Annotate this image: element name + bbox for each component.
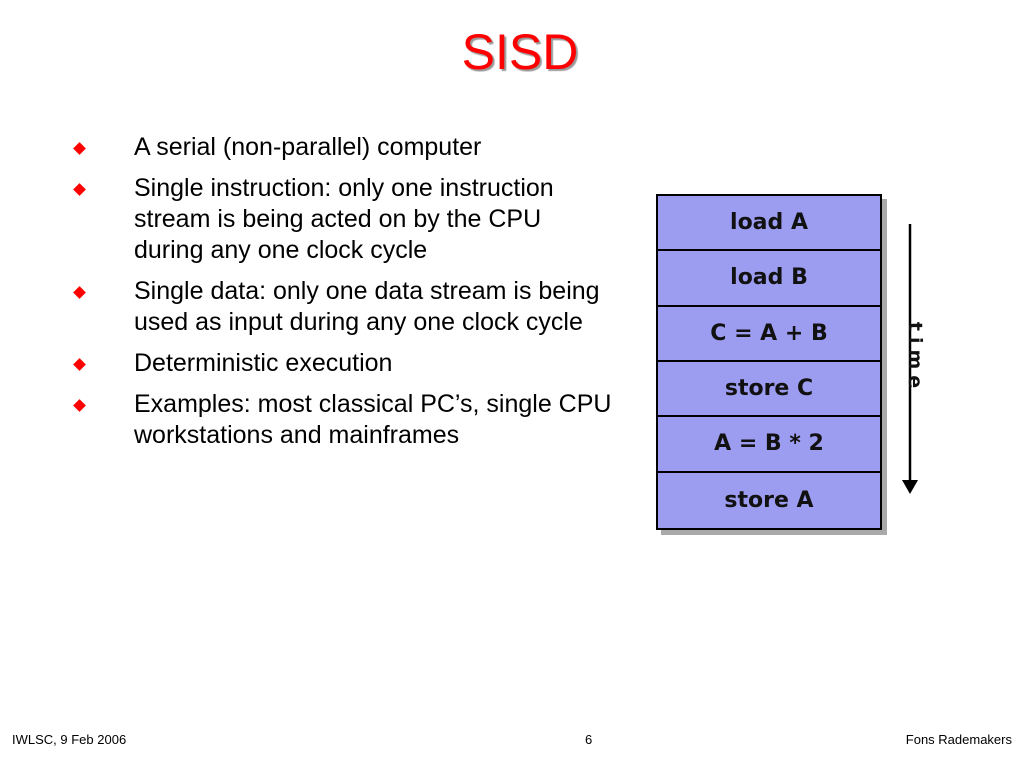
bullet-text: A serial (non-parallel) computer: [134, 133, 482, 161]
red-diamond-icon: [73, 399, 86, 412]
bullet-text: Deterministic execution: [134, 349, 393, 377]
down-arrow-icon: [902, 224, 918, 494]
slide-title: SISD: [461, 24, 579, 80]
bullet-list: A serial (non-parallel) computer Single …: [73, 132, 614, 461]
instruction-stack: load A load B C = A + B store C A = B * …: [656, 194, 882, 530]
footer-event: IWLSC, 9 Feb 2006: [12, 732, 127, 747]
bullet-item: Examples: most classical PC’s, single CP…: [73, 389, 614, 451]
red-diamond-icon: [73, 183, 86, 196]
instruction-step: load A: [658, 196, 880, 252]
bullet-text: Single instruction: only one instruction…: [134, 174, 554, 264]
instruction-step: C = A + B: [658, 307, 880, 362]
page-number: 6: [585, 732, 593, 747]
red-diamond-icon: [73, 142, 86, 155]
bullet-item: Deterministic execution: [73, 348, 614, 379]
instruction-step: store C: [658, 362, 880, 418]
instruction-step: A = B * 2: [658, 417, 880, 473]
bullet-item: Single data: only one data stream is bei…: [73, 276, 614, 338]
bullet-text: Single data: only one data stream is bei…: [134, 277, 600, 336]
instruction-step: load B: [658, 251, 880, 307]
bullet-item: A serial (non-parallel) computer: [73, 132, 614, 163]
bullet-text: Examples: most classical PC’s, single CP…: [134, 390, 612, 449]
red-diamond-icon: [73, 286, 86, 299]
red-diamond-icon: [73, 358, 86, 371]
instruction-stack-diagram: load A load B C = A + B store C A = B * …: [656, 194, 887, 535]
time-axis-label: time: [904, 321, 926, 395]
footer-author: Fons Rademakers: [905, 732, 1012, 747]
instruction-step: store A: [724, 487, 814, 513]
bullet-item: Single instruction: only one instruction…: [73, 173, 614, 266]
